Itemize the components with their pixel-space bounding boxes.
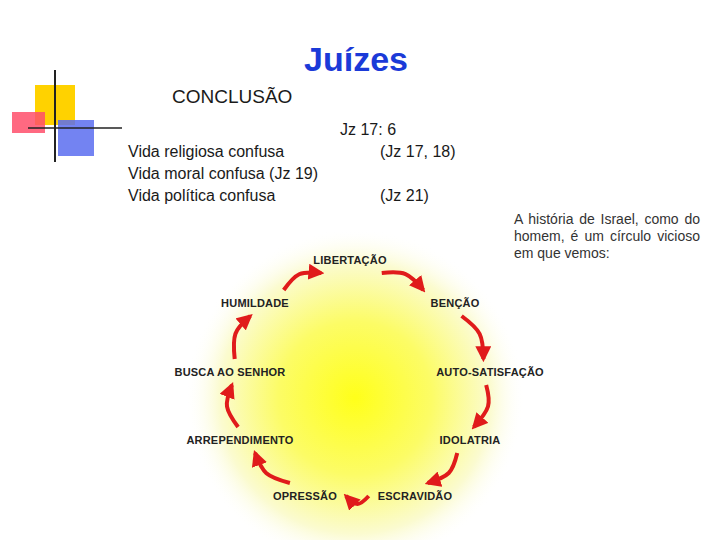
deco-line [54, 70, 56, 162]
cycle-stage: ESCRAVIDÃO [374, 488, 457, 504]
cycle-stage: ARREPENDIMENTO [182, 432, 297, 448]
cycle-stage: BUSCA AO SENHOR [171, 364, 290, 380]
cycle-arrow [227, 385, 238, 427]
cycle-arrow [346, 496, 369, 504]
stage-label: AUTO-SATISFAÇÃO [436, 366, 544, 378]
stage-label: OPRESSÃO [273, 490, 337, 502]
cycle-arrow [382, 272, 424, 290]
cycle-arrow [255, 453, 290, 483]
stage-label: HUMILDADE [221, 297, 289, 309]
text-label: Vida moral confusa (Jz 19) [128, 165, 318, 183]
cycle-stage: HUMILDADE [217, 295, 293, 311]
cycle-stage: IDOLATRIA [436, 432, 505, 448]
text-label: (Jz 21) [380, 187, 429, 205]
note-text: A história de Israel, como do homem, é u… [514, 211, 700, 261]
stage-label: ESCRAVIDÃO [378, 490, 453, 502]
deco-square [12, 112, 45, 133]
cycle-arrow [234, 316, 250, 359]
stage-label: IDOLATRIA [440, 434, 501, 446]
text-label: Jz 17: 6 [340, 121, 396, 139]
cycle-stage: BENÇÃO [427, 295, 484, 311]
cycle-arrow [284, 273, 322, 290]
cycle-glow [185, 228, 525, 540]
slide-title: Juízes [304, 40, 408, 79]
stage-label: BUSCA AO SENHOR [175, 366, 286, 378]
deco-line [28, 127, 122, 129]
cycle-arrow [462, 316, 484, 359]
text-label: (Jz 17, 18) [380, 143, 456, 161]
cycle-arrow [428, 453, 457, 483]
stage-label: BENÇÃO [431, 297, 480, 309]
text-label: CONCLUSÃO [172, 86, 292, 108]
stage-label: ARREPENDIMENTO [186, 434, 293, 446]
text-label: Vida religiosa confusa [128, 143, 284, 161]
stage-label: LIBERTAÇÃO [313, 254, 386, 266]
cycle-stage: OPRESSÃO [269, 488, 341, 504]
cycle-stage: LIBERTAÇÃO [309, 252, 390, 268]
text-label: Vida política confusa [128, 187, 275, 205]
cycle-arrow [474, 385, 489, 427]
deco-square [58, 120, 94, 156]
cycle-stage: AUTO-SATISFAÇÃO [432, 364, 548, 380]
